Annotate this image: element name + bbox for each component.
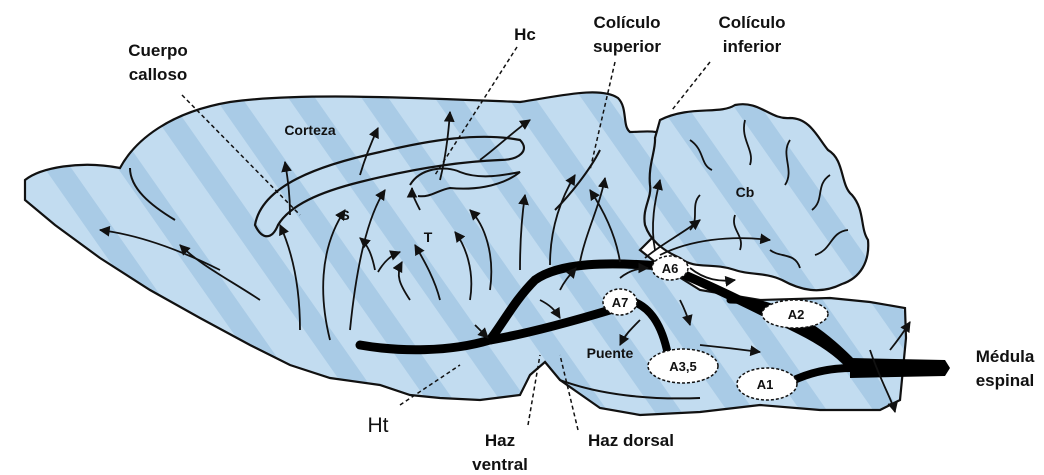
label-haz-ventral-1: Haz — [485, 431, 515, 450]
label-ht: Ht — [368, 414, 389, 437]
label-coliculo-superior-2: superior — [593, 37, 661, 56]
nucleus-a35-label: A3,5 — [669, 359, 696, 374]
label-medula-2: espinal — [976, 371, 1035, 390]
region-t-label: T — [424, 229, 433, 245]
label-medula-1: Médula — [976, 347, 1035, 366]
region-s-label: S — [340, 207, 349, 223]
label-coliculo-inferior-1: Colículo — [718, 13, 785, 32]
region-cb-label: Cb — [736, 184, 755, 200]
label-haz-dorsal: Haz dorsal — [588, 431, 674, 450]
label-haz-ventral-2: ventral — [472, 455, 528, 474]
spinal-taper — [850, 358, 950, 378]
nucleus-a7-label: A7 — [612, 295, 629, 310]
label-cuerpo-calloso-1: Cuerpo — [128, 41, 188, 60]
nucleus-a6-label: A6 — [662, 261, 679, 276]
region-corteza-label: Corteza — [284, 122, 336, 138]
label-coliculo-inferior-2: inferior — [723, 37, 782, 56]
nucleus-a2-label: A2 — [788, 307, 805, 322]
region-puente-label: Puente — [587, 345, 634, 361]
label-coliculo-superior-1: Colículo — [593, 13, 660, 32]
label-hc: Hc — [514, 25, 536, 44]
nucleus-a1-label: A1 — [757, 377, 774, 392]
label-cuerpo-calloso-2: calloso — [129, 65, 188, 84]
